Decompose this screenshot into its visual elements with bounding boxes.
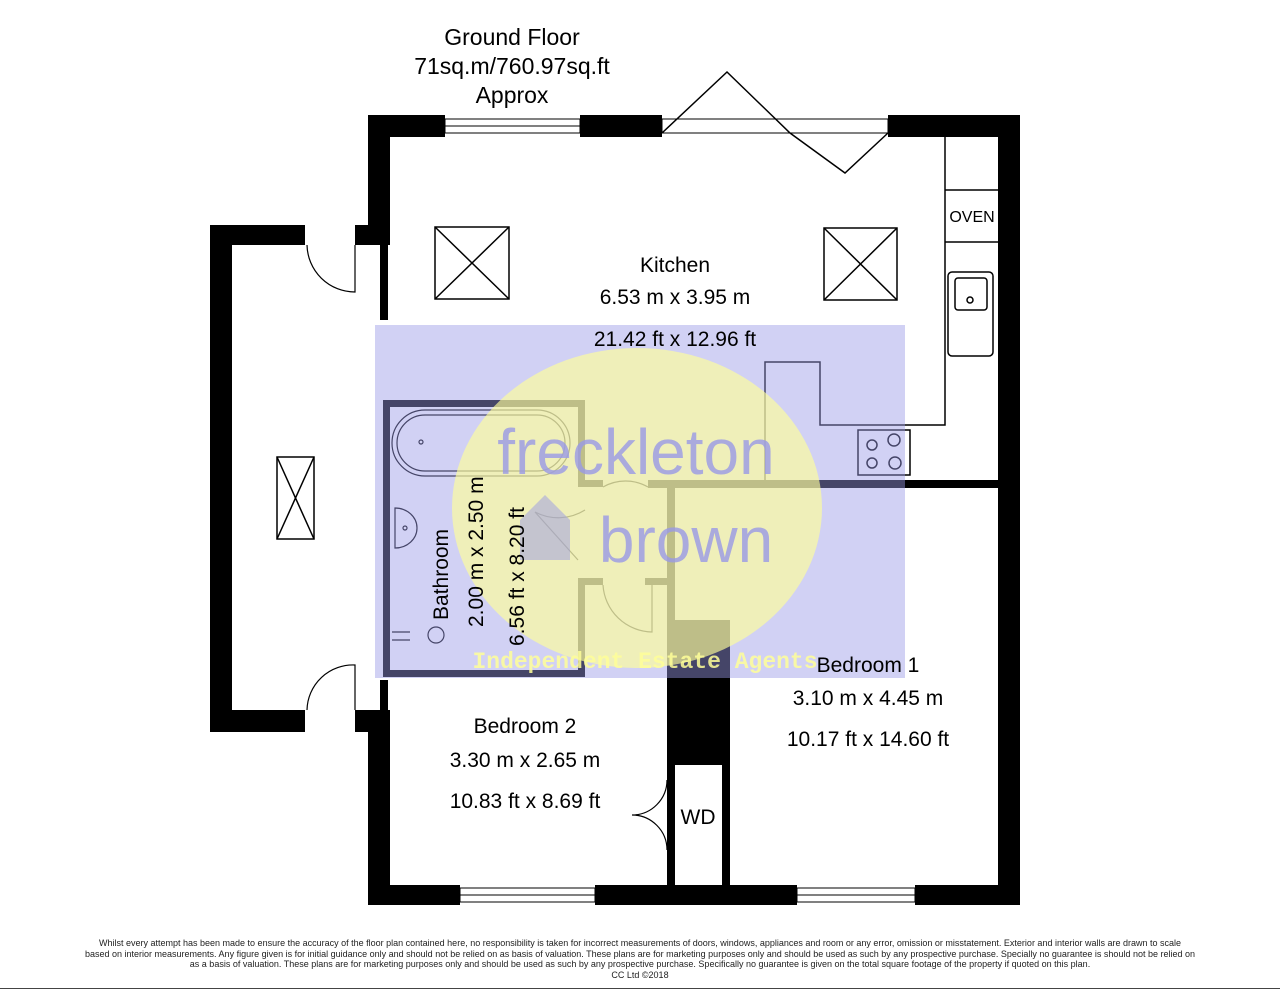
room-bedroom1: Bedroom 1 3.10 m x 4.45 m 10.17 ft x 14.…	[787, 654, 949, 751]
floor-approx: Approx	[476, 82, 549, 108]
watermark-line2: brown	[599, 504, 773, 576]
walls	[210, 115, 1020, 905]
room-name: Bathroom	[430, 529, 453, 620]
room-metric: 3.30 m x 2.65 m	[450, 749, 601, 772]
house-logo-icon	[520, 495, 570, 560]
room-imperial: 10.83 ft x 8.69 ft	[450, 790, 601, 813]
room-name: Kitchen	[640, 254, 710, 277]
floor-title: Ground Floor	[444, 24, 580, 50]
disclaimer: Whilst every attempt has been made to en…	[40, 938, 1240, 980]
frame-line	[0, 988, 1280, 989]
room-imperial: 6.56 ft x 8.20 ft	[506, 507, 529, 646]
copyright: CC Ltd ©2018	[611, 969, 669, 980]
room-bathroom: Bathroom 2.00 m x 2.50 m 6.56 ft x 8.20 …	[430, 476, 529, 646]
watermark-tagline: Independent Estate Agents	[472, 649, 817, 675]
oven-label: OVEN	[949, 209, 994, 226]
watermark-line1: freckleton	[497, 416, 774, 488]
floor-area: 71sq.m/760.97sq.ft	[414, 53, 610, 79]
bifold-door	[661, 70, 889, 174]
disclaimer-line: based on interior measurements. Any figu…	[84, 948, 1195, 959]
room-name: Bedroom 2	[474, 715, 577, 738]
room-name: Bedroom 1	[817, 654, 920, 677]
room-imperial: 10.17 ft x 14.60 ft	[787, 728, 949, 751]
disclaimer-line: Whilst every attempt has been made to en…	[98, 938, 1182, 948]
room-kitchen: Kitchen 6.53 m x 3.95 m 21.42 ft x 12.96…	[594, 254, 756, 351]
kitchen-counter	[764, 137, 998, 480]
windows	[444, 118, 916, 903]
room-bedroom2: Bedroom 2 3.30 m x 2.65 m 10.83 ft x 8.6…	[450, 715, 601, 813]
watermark: freckleton brown Independent Estate Agen…	[375, 325, 905, 678]
room-metric: 6.53 m x 3.95 m	[600, 286, 751, 309]
room-metric: 3.10 m x 4.45 m	[793, 687, 944, 710]
room-imperial: 21.42 ft x 12.96 ft	[594, 328, 756, 351]
room-metric: 2.00 m x 2.50 m	[465, 476, 488, 627]
wardrobe-label: WD	[681, 806, 716, 829]
skylights	[276, 226, 898, 540]
disclaimer-line: as a basis of valuation. These plans are…	[189, 959, 1091, 969]
